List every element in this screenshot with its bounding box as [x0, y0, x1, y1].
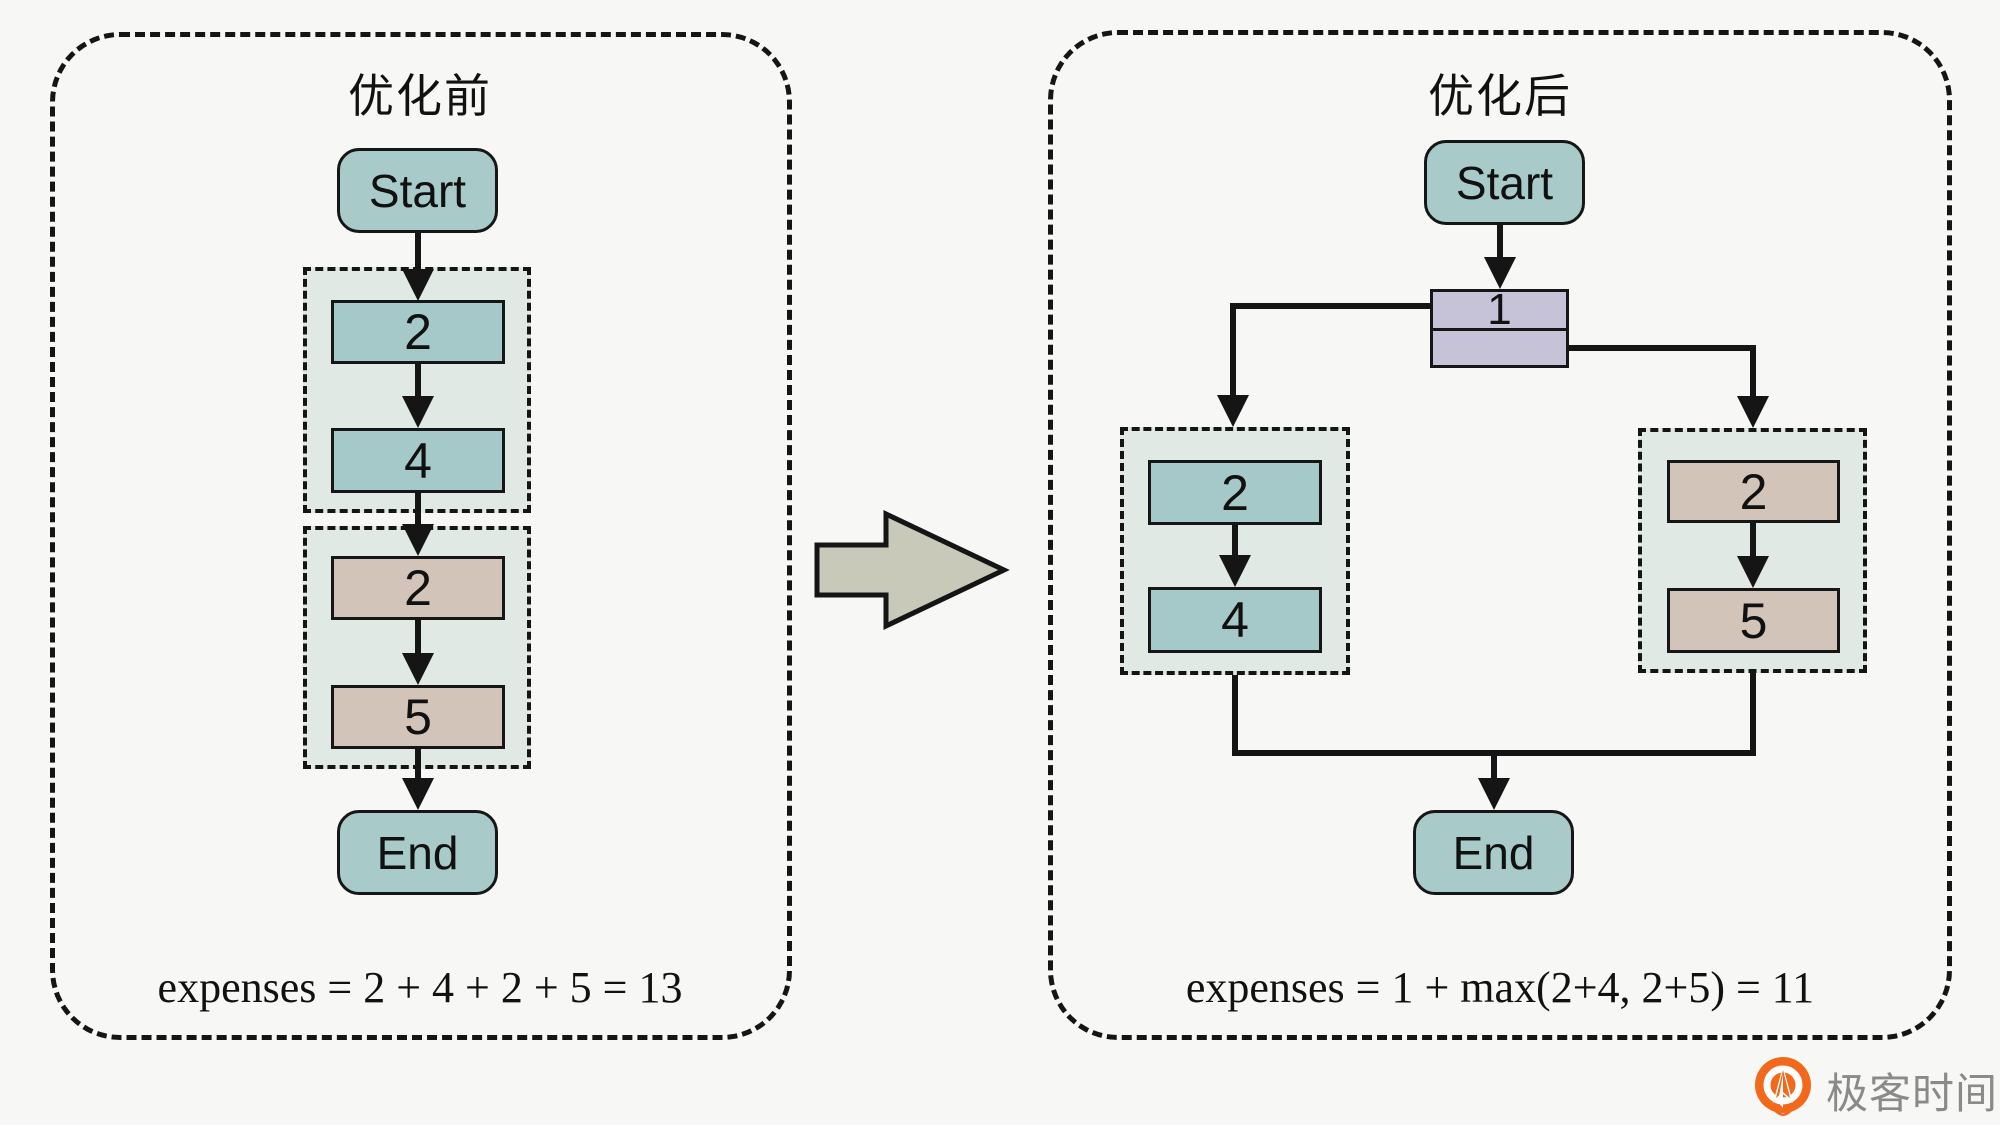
after-fork-box: 1 — [1430, 288, 1569, 368]
after-end-node: End — [1413, 810, 1574, 895]
after-fork-box-empty-cell — [1433, 331, 1566, 365]
after-expenses-formula: expenses = 1 + max(2+4, 2+5) = 11 — [1185, 963, 1815, 1012]
before-cost-box-2a: 2 — [331, 300, 505, 364]
geektime-logo-icon — [1755, 1057, 1811, 1116]
panel-after-optimization — [1048, 30, 1952, 1040]
after-start-node: Start — [1424, 140, 1585, 225]
after-left-cost-box-2: 2 — [1148, 460, 1322, 525]
before-start-node: Start — [337, 148, 498, 233]
after-fork-box-cost: 1 — [1433, 288, 1566, 332]
after-right-cost-box-5: 5 — [1667, 588, 1840, 653]
before-cost-box-5: 5 — [331, 685, 505, 749]
geektime-logo: 极客时间 — [1752, 1056, 1998, 1124]
before-end-node: End — [337, 810, 498, 895]
before-expenses-formula: expenses = 2 + 4 + 2 + 5 = 13 — [157, 963, 683, 1012]
panel-before-optimization — [50, 32, 792, 1040]
panel-before-title: 优化前 — [348, 70, 492, 122]
before-cost-box-2b: 2 — [331, 556, 505, 620]
panel-after-title: 优化后 — [1428, 70, 1572, 122]
before-cost-box-4: 4 — [331, 428, 505, 493]
geektime-logo-text: 极客时间 — [1826, 1069, 1999, 1117]
after-left-cost-box-4: 4 — [1148, 587, 1322, 653]
transform-block-arrow — [814, 510, 1010, 630]
after-right-cost-box-2: 2 — [1667, 460, 1840, 523]
